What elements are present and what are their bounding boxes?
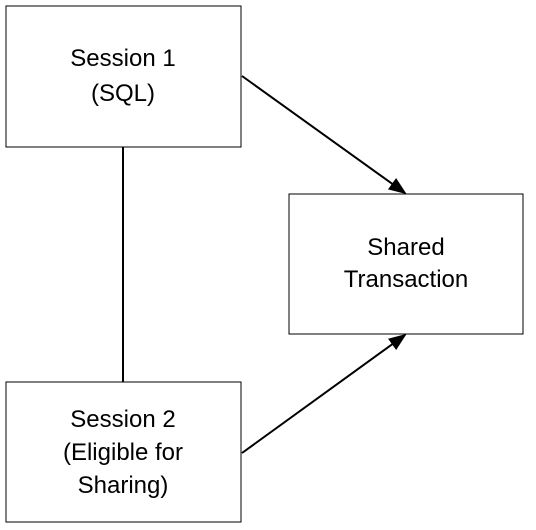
shared-transaction-box: Shared Transaction <box>288 193 524 335</box>
session1-subtitle: (SQL) <box>91 80 155 107</box>
session2-to-shared-arrow <box>241 333 407 454</box>
session2-subtitle-line2: Sharing) <box>78 472 169 499</box>
shared-transaction-subtitle: Transaction <box>344 266 469 293</box>
session1-to-shared-arrow <box>241 75 407 195</box>
session2-title: Session 2 <box>70 406 175 433</box>
session1-box: Session 1 (SQL) <box>5 5 242 148</box>
session1-title: Session 1 <box>70 45 175 72</box>
session2-subtitle-line1: (Eligible for <box>63 439 183 466</box>
shared-transaction-title: Shared <box>367 234 444 261</box>
session2-box: Session 2 (Eligible for Sharing) <box>5 381 242 523</box>
